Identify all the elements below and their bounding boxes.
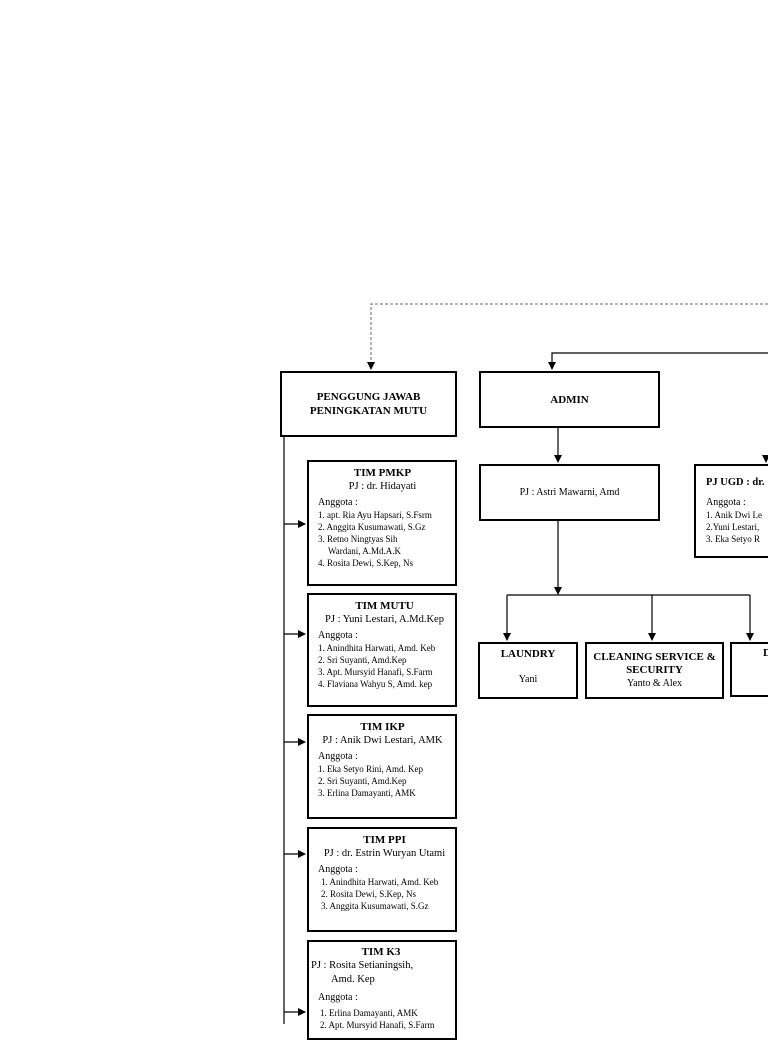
team-anggota-label: Anggota : <box>318 992 358 1003</box>
team-pj-cont: Amd. Kep <box>331 974 375 985</box>
team-anggota-label: Anggota : <box>318 751 358 762</box>
cleaning-name: Yanto & Alex <box>626 678 683 689</box>
admin-title: ADMIN <box>550 393 589 406</box>
team-anggota-label: Anggota : <box>318 630 358 641</box>
team-member: 2. Sri Suyanti, Amd.Kep <box>318 655 407 665</box>
team-member: 4. Rosita Dewi, S.Kep, Ns <box>318 558 413 568</box>
pmkp-header-label: PENGGUNG JAWAB PENINGKATAN MUTU <box>309 391 428 417</box>
team-title: TIM MUTU <box>355 600 414 612</box>
admin-pj: PJ : Astri Mawarni, Amd <box>519 487 620 498</box>
team-anggota-label: Anggota : <box>318 864 358 875</box>
team-k3-box: TIM K3 PJ : Rosita Setianingsih, Amd. Ke… <box>307 940 457 1040</box>
team-member: 4. Flaviana Wahyu S, Amd. kep <box>318 679 433 689</box>
team-member: 3. Anggita Kusumawati, S.Gz <box>321 901 429 911</box>
team-title: TIM K3 <box>361 946 401 958</box>
team-member: 1. Eka Setyo Rini, Amd. Kep <box>318 764 423 774</box>
laundry-box: LAUNDRY Yani <box>478 642 578 699</box>
team-member: 1. Anindhita Harwati, Amd. Keb <box>321 877 439 887</box>
team-title: TIM PPI <box>363 834 406 846</box>
team-member: 2. Anggita Kusumawati, S.Gz <box>318 522 426 532</box>
team-pj: PJ : Yuni Lestari, A.Md.Kep <box>325 614 444 625</box>
ugd-box: PJ UGD : dr. Anggota : 1. Anik Dwi Le 2.… <box>694 464 768 558</box>
laundry-name: Yani <box>518 674 538 685</box>
ugd-member: 1. Anik Dwi Le <box>706 510 762 520</box>
admin-pj-box: PJ : Astri Mawarni, Amd <box>479 464 660 521</box>
ugd-member: 3. Eka Setyo R <box>706 534 760 544</box>
team-member: 3. Apt. Mursyid Hanafi, S.Farm <box>318 667 433 677</box>
team-member: 1. apt. Ria Ayu Hapsari, S.Fsrm <box>318 510 432 520</box>
team-title: TIM PMKP <box>353 467 412 479</box>
cleaning-box: CLEANING SERVICE & SECURITY Yanto & Alex <box>585 642 724 699</box>
admin-box: ADMIN <box>479 371 660 428</box>
team-anggota-label: Anggota : <box>318 497 358 508</box>
ugd-title: PJ UGD : dr. <box>706 477 765 488</box>
team-member: 1. Erlina Damayanti, AMK <box>320 1008 418 1018</box>
team-ikp-box: TIM IKP PJ : Anik Dwi Lestari, AMK Anggo… <box>307 714 457 819</box>
pmkp-header-box: PENGGUNG JAWAB PENINGKATAN MUTU <box>280 371 457 437</box>
team-member: 2. Rosita Dewi, S.Kep, Ns <box>321 889 416 899</box>
team-pj: PJ : dr. Estrin Wuryan Utami <box>323 848 446 859</box>
cleaning-title: CLEANING SERVICE & SECURITY <box>593 651 716 676</box>
team-pj: PJ : dr. Hidayati <box>348 481 417 492</box>
team-member: 2. Apt. Mursyid Hanafi, S.Farm <box>320 1020 435 1030</box>
team-pj: PJ : Anik Dwi Lestari, AMK <box>322 735 443 746</box>
team-mutu-box: TIM MUTU PJ : Yuni Lestari, A.Md.Kep Ang… <box>307 593 457 707</box>
team-title: TIM IKP <box>360 721 405 733</box>
team-member: 3. Erlina Damayanti, AMK <box>318 788 416 798</box>
team-member: Wardani, A.Md.A.K <box>328 546 402 556</box>
service-title-partial: D <box>763 647 768 660</box>
team-member: 3. Retno Ningtyas Sih <box>318 534 398 544</box>
team-pj: PJ : Rosita Setianingsih, <box>311 960 414 971</box>
team-member: 1. Anindhita Harwati, Amd. Keb <box>318 643 436 653</box>
ugd-anggota-label: Anggota : <box>706 497 746 508</box>
team-ppi-box: TIM PPI PJ : dr. Estrin Wuryan Utami Ang… <box>307 827 457 932</box>
team-pmkp-box: TIM PMKP PJ : dr. Hidayati Anggota : 1. … <box>307 460 457 586</box>
team-member: 2. Sri Suyanti, Amd.Kep <box>318 776 407 786</box>
service-box-partial: D <box>730 642 768 697</box>
ugd-member: 2.Yuni Lestari, <box>706 522 760 532</box>
laundry-title: LAUNDRY <box>500 648 556 660</box>
